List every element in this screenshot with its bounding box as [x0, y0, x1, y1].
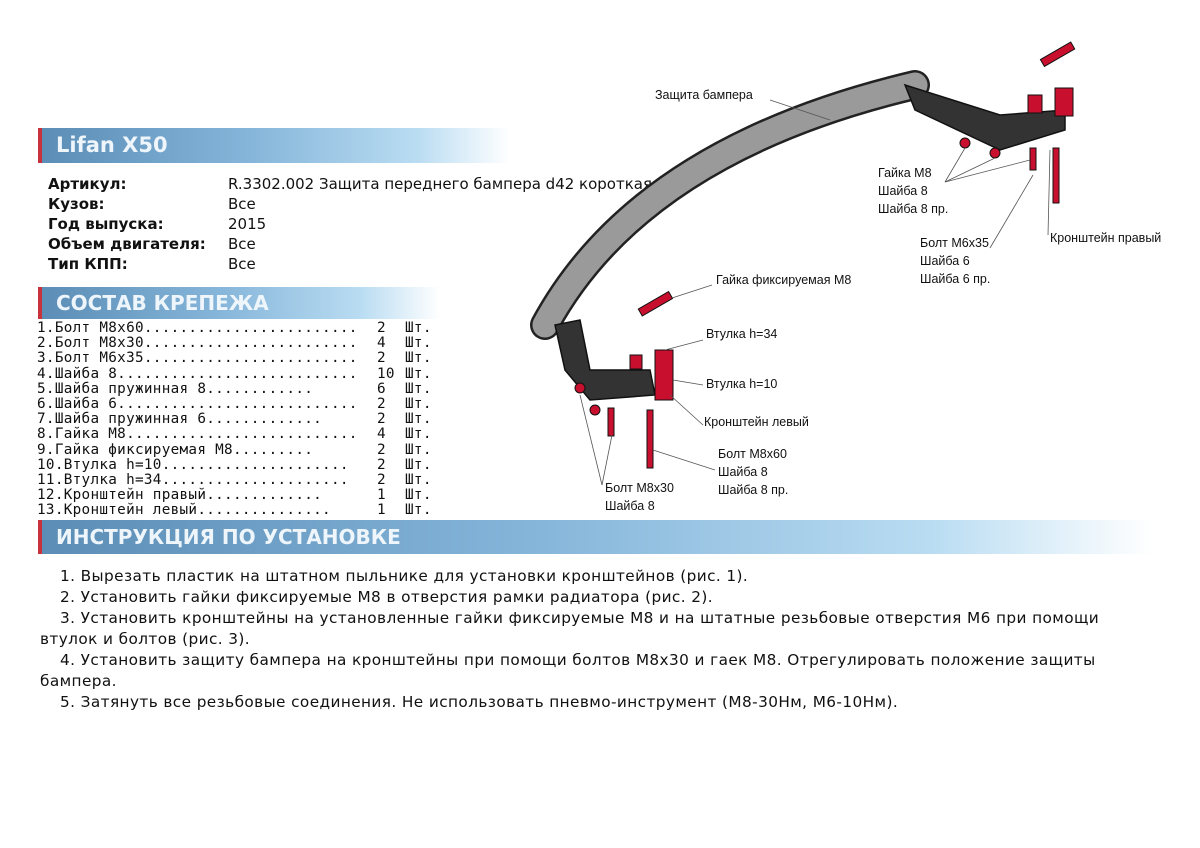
instructions-list: 1. Вырезать пластик на штатном пыльнике … [40, 566, 1130, 713]
parts-list-item: 13.Кронштейн левый............... 1 Шт. [37, 502, 431, 519]
part-unit: Шт. [405, 426, 432, 443]
parts-list-item: 4.Шайба 8........................... 10 Шт… [37, 365, 431, 382]
part-unit: Шт. [405, 411, 432, 428]
part-unit: Шт. [405, 365, 432, 382]
part-unit: Шт. [405, 456, 432, 473]
part-qty: 4 [377, 335, 386, 352]
part-qty: 2 [377, 456, 386, 473]
instructions-heading: ИНСТРУКЦИЯ ПО УСТАНОВКЕ [38, 520, 1153, 554]
parts-list-item: 10.Втулка h=10..................... 2 Шт. [37, 456, 431, 473]
part-unit: Шт. [405, 380, 432, 397]
parts-list-item: 5.Шайба пружинная 8............ 6 Шт. [37, 380, 431, 397]
spec-body: Кузов:Все [48, 195, 256, 213]
part-name: 3.Болт М6х35........................ [37, 350, 358, 367]
fasteners [574, 41, 1076, 469]
label-bushing-10: Втулка h=10 [706, 377, 778, 391]
label-bushing-34: Втулка h=34 [706, 327, 778, 341]
parts-list-item: 3.Болт М6х35........................ 2 Шт. [37, 350, 431, 367]
part-unit: Шт. [405, 471, 432, 488]
part-name: 4.Шайба 8........................... [37, 365, 358, 382]
part-qty: 2 [377, 395, 386, 412]
parts-list-item: 11.Втулка h=34..................... 2 Шт. [37, 471, 431, 488]
part-qty: 2 [377, 471, 386, 488]
label-bracket-left: Кронштейн левый [704, 415, 809, 429]
part-unit: Шт. [405, 350, 432, 367]
part-unit: Шт. [405, 502, 432, 519]
instruction-step: 5. Затянуть все резьбовые соединения. Не… [60, 693, 899, 711]
spec-gearbox: Тип КПП:Все [48, 255, 256, 273]
spec-article: Артикул:R.3302.002 Защита переднего бамп… [48, 175, 652, 193]
bumper-tube [530, 70, 930, 340]
part-unit: Шт. [405, 487, 432, 504]
label-bracket-right: Кронштейн правый [1050, 231, 1162, 245]
label-fixed-nut: Гайка фиксируемая М8 [716, 273, 852, 287]
part-name: 13.Кронштейн левый............... [37, 502, 331, 519]
part-name: 11.Втулка h=34..................... [37, 471, 349, 488]
parts-list-item: 7.Шайба пружинная 6............. 2 Шт. [37, 411, 431, 428]
part-name: 10.Втулка h=10..................... [37, 456, 349, 473]
parts-list-item: 12.Кронштейн правый............. 1 Шт. [37, 487, 431, 504]
part-name: 5.Шайба пружинная 8............ [37, 380, 314, 397]
part-unit: Шт. [405, 395, 432, 412]
leader-lines [579, 99, 1051, 486]
instruction-step: 1. Вырезать пластик на штатном пыльнике … [60, 567, 749, 585]
parts-list-item: 1.Болт М8х60........................ 2 Шт. [37, 320, 431, 336]
part-qty: 1 [377, 502, 386, 519]
part-qty: 2 [377, 350, 386, 367]
instruction-step: 4. Установить защиту бампера на кронштей… [40, 651, 1096, 690]
part-name: 7.Шайба пружинная 6............. [37, 411, 323, 428]
part-unit: Шт. [405, 335, 432, 352]
part-name: 8.Гайка М8.......................... [37, 426, 358, 443]
parts-list-item: 8.Гайка М8.......................... 4 Шт. [37, 426, 431, 443]
part-qty: 10 [377, 365, 395, 382]
part-qty: 2 [377, 320, 386, 336]
instruction-step: 3. Установить кронштейны на установленны… [40, 609, 1100, 648]
left-bracket [554, 319, 656, 401]
instruction-step: 2. Установить гайки фиксируемые М8 в отв… [60, 588, 714, 606]
part-qty: 4 [377, 426, 386, 443]
part-name: 6.Шайба 6........................... [37, 395, 358, 412]
part-unit: Шт. [405, 441, 432, 458]
part-qty: 2 [377, 411, 386, 428]
parts-list-item: 6.Шайба 6........................... 2 Шт. [37, 395, 431, 412]
part-unit: Шт. [405, 320, 432, 336]
part-qty: 6 [377, 380, 386, 397]
model-title: Lifan X50 [38, 128, 510, 163]
part-name: 9.Гайка фиксируемая М8......... [37, 441, 314, 458]
spec-year: Год выпуска:2015 [48, 215, 267, 233]
right-bracket [903, 83, 1066, 151]
spec-engine: Объем двигателя:Все [48, 235, 256, 253]
label-bumper: Защита бампера [655, 88, 753, 102]
parts-list-item: 9.Гайка фиксируемая М8......... 2 Шт. [37, 441, 431, 458]
part-qty: 2 [377, 441, 386, 458]
parts-list-item: 2.Болт М8х30........................ 4 Шт. [37, 335, 431, 352]
part-qty: 1 [377, 487, 386, 504]
part-name: 1.Болт М8х60........................ [37, 320, 358, 336]
part-name: 2.Болт М8х30........................ [37, 335, 358, 352]
parts-heading: СОСТАВ КРЕПЕЖА [38, 287, 440, 319]
part-name: 12.Кронштейн правый............. [37, 487, 323, 504]
